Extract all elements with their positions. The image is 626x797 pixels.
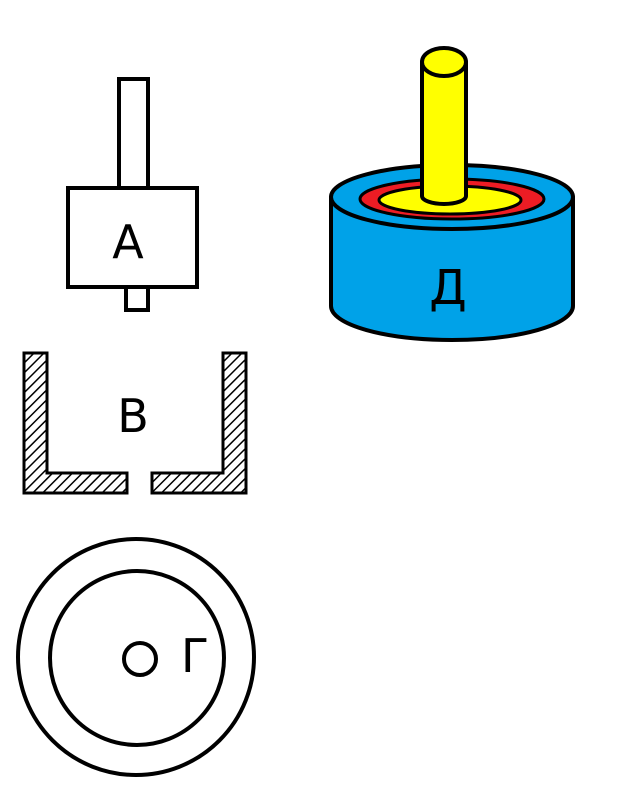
figure-v-label: В xyxy=(117,389,149,443)
figure-v-outline xyxy=(22,351,248,495)
figure-v-bottom-left xyxy=(47,473,127,493)
figure-d-rod-top xyxy=(420,46,468,78)
figure-a-top-rod xyxy=(117,77,150,192)
figure-v-left-wall xyxy=(24,353,47,493)
figure-g-small-hole xyxy=(122,641,158,677)
figure-d-cylinder: Д xyxy=(329,46,575,342)
figure-v-right-wall xyxy=(223,353,246,493)
figure-v-bottom-right xyxy=(152,473,223,493)
figure-g-circles: Г xyxy=(16,537,256,777)
figure-d-body-side xyxy=(329,195,575,342)
figure-d-rod xyxy=(420,60,468,206)
figure-v-cup-section: В xyxy=(22,351,248,495)
figure-a-block xyxy=(66,186,199,289)
figure-d-label: Д xyxy=(429,260,467,316)
figure-a-rod-assembly: А xyxy=(66,77,199,312)
figure-g-label: Г xyxy=(181,629,209,683)
figure-a-label: А xyxy=(112,215,144,269)
figure-a-bottom-stub xyxy=(124,284,150,312)
